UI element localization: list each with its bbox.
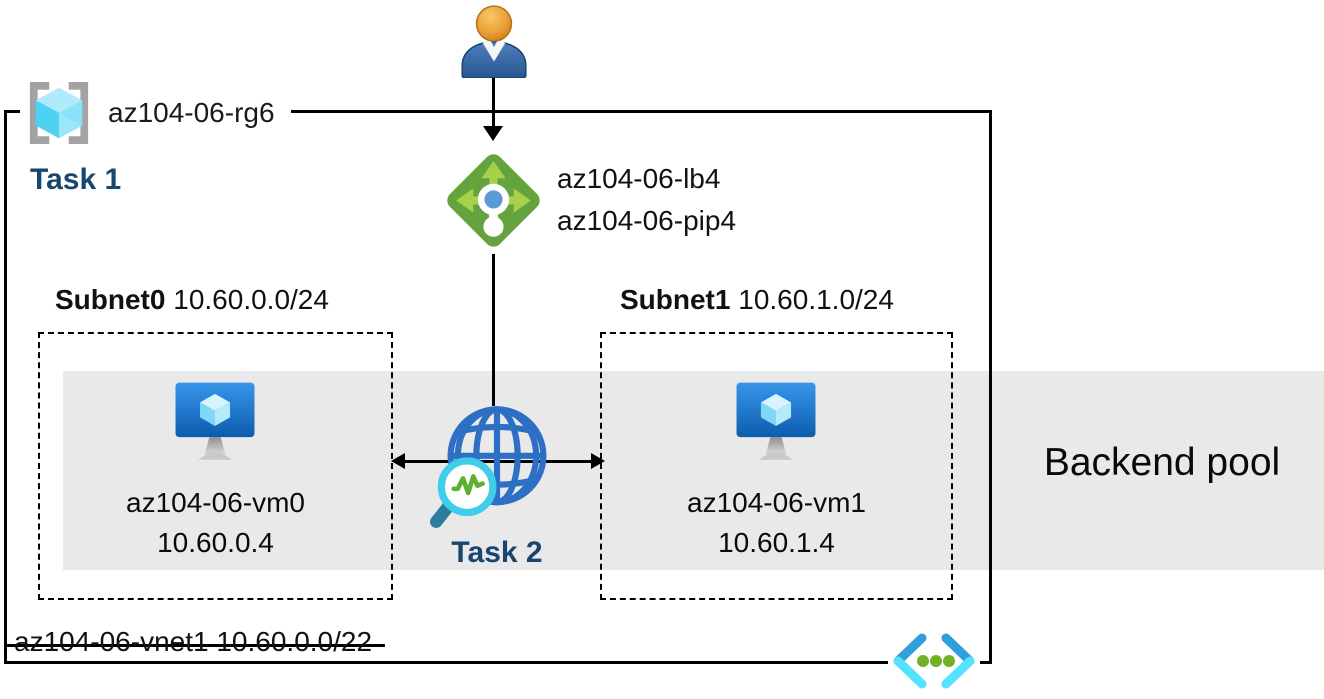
vm0-name: az104-06-vm0 — [126, 487, 305, 518]
lb-to-watcher-line — [492, 254, 495, 406]
load-balancer-labels: az104-06-lb4 az104-06-pip4 — [557, 158, 736, 242]
subnet0-name: Subnet0 — [55, 284, 166, 315]
subnet1-box — [600, 332, 953, 600]
user-to-lb-line — [492, 78, 495, 128]
vm1-label: az104-06-vm1 10.60.1.4 — [600, 483, 953, 563]
backend-pool-band — [63, 371, 1324, 570]
subnet1-cidr: 10.60.1.0/24 — [738, 284, 894, 315]
backend-pool-label: Backend pool — [1043, 441, 1281, 484]
subnet0-box — [38, 332, 393, 600]
vm1-ip: 10.60.1.4 — [718, 527, 835, 558]
resource-group-box — [4, 110, 992, 664]
resource-group-brackets-cube-icon — [29, 81, 89, 145]
subnet1-label: Subnet1 10.60.1.0/24 — [620, 284, 894, 316]
public-ip-name: az104-06-pip4 — [557, 205, 737, 236]
resource-group-chip: az104-06-rg6 — [20, 80, 291, 146]
globe-magnifier-network-watcher-icon — [430, 406, 547, 528]
vnet-label-line — [4, 644, 385, 647]
subnet0-label: Subnet0 10.60.0.0/24 — [55, 284, 329, 316]
load-balancer-name: az104-06-lb4 — [557, 163, 721, 194]
load-balancer-icon — [447, 154, 540, 247]
vm0-ip: 10.60.0.4 — [157, 527, 274, 558]
user-person-icon — [461, 5, 527, 78]
resource-group-name: az104-06-rg6 — [108, 97, 275, 128]
vm0-virtual-machine-monitor-icon — [175, 382, 255, 460]
vm1-name: az104-06-vm1 — [687, 487, 866, 518]
task1-label: Task 1 — [30, 163, 122, 196]
left-arrowhead-icon — [391, 453, 405, 469]
vm1-virtual-machine-monitor-icon — [736, 382, 816, 460]
vnet-label: az104-06-vnet1 10.60.0.0/22 — [14, 626, 373, 657]
subnet1-name: Subnet1 — [620, 284, 731, 315]
subnet0-cidr: 10.60.0.0/24 — [173, 284, 329, 315]
vm0-label: az104-06-vm0 10.60.0.4 — [38, 483, 393, 563]
task2-label: Task 2 — [451, 536, 543, 569]
virtual-network-brackets-icon — [888, 632, 980, 690]
user-to-lb-arrowhead-icon — [483, 126, 503, 141]
